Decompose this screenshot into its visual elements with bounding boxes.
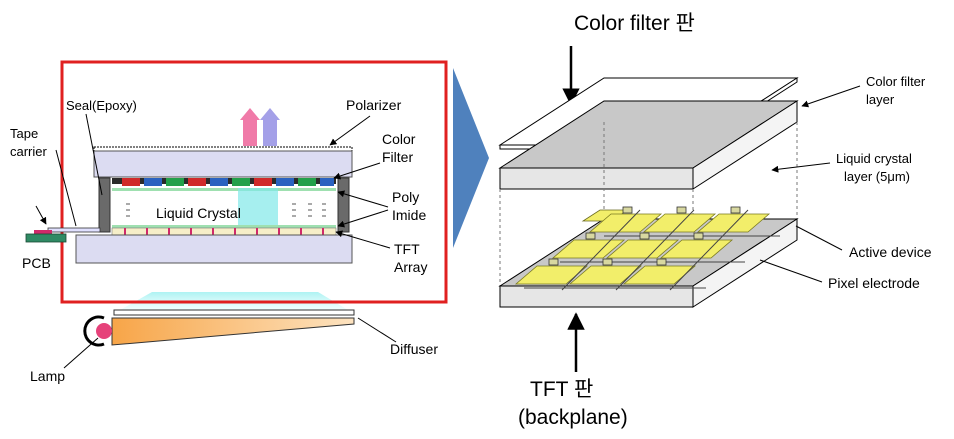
poly-imide-leader-bottom bbox=[337, 209, 389, 228]
tft-device bbox=[676, 206, 687, 214]
active-device-leader bbox=[795, 225, 843, 251]
light-through-cell bbox=[238, 188, 278, 228]
liquid-crystal-layer-label-2: layer (5μm) bbox=[844, 169, 910, 184]
diffuser-sheet bbox=[113, 309, 355, 316]
polarized-light-blue-icon bbox=[260, 108, 280, 146]
pixel-electrode bbox=[588, 213, 663, 233]
transition-arrow bbox=[453, 68, 489, 248]
color-filter-strip bbox=[112, 178, 336, 186]
tape-carrier-label-1: Tape bbox=[10, 126, 38, 141]
seal-right bbox=[337, 177, 350, 233]
active-devices bbox=[548, 206, 741, 266]
tft-device bbox=[730, 206, 741, 214]
color-filter-layer-leader bbox=[801, 85, 861, 108]
polyimide-bottom bbox=[112, 225, 336, 228]
polarized-light-pink-icon bbox=[240, 108, 260, 146]
liquid-crystal-label: Liquid Crystal bbox=[156, 205, 241, 221]
pcb-leader bbox=[35, 205, 47, 225]
liquid-crystal-layer-label-1: Liquid crystal bbox=[836, 151, 912, 166]
tft-device bbox=[693, 232, 704, 240]
tft-plate-label: TFT 판 bbox=[530, 378, 593, 401]
tft-device bbox=[585, 232, 596, 240]
exploded-panel: Color filter 판 bbox=[498, 12, 932, 429]
poly-imide-label-1: Poly bbox=[392, 189, 419, 205]
top-polarizer bbox=[93, 146, 353, 152]
tft-array-leader bbox=[335, 230, 391, 249]
pixel-electrode bbox=[622, 265, 697, 285]
tft-device bbox=[639, 232, 650, 240]
tft-plate-side bbox=[692, 218, 798, 308]
pixel-electrode bbox=[568, 265, 643, 285]
tft-plate-front bbox=[499, 285, 694, 308]
tape-carrier-leader bbox=[55, 149, 77, 227]
pcb-label: PCB bbox=[22, 255, 51, 271]
active-device-label: Active device bbox=[849, 244, 932, 260]
poly-imide-leader-top bbox=[337, 190, 389, 208]
tft-array-label-2: Array bbox=[394, 259, 427, 275]
color-filter-plate-label: Color filter 판 bbox=[574, 12, 695, 35]
tft-device bbox=[548, 258, 559, 266]
liquid-crystal-region bbox=[112, 191, 336, 225]
light-guide-plate bbox=[111, 317, 355, 346]
tape-carrier-label-2: carrier bbox=[10, 144, 48, 159]
tft-array-strip bbox=[111, 227, 337, 236]
seal-leader bbox=[85, 113, 103, 196]
color-filter-label-2: Filter bbox=[382, 149, 413, 165]
polarizer-leader bbox=[329, 115, 371, 146]
pixel-electrode-label: Pixel electrode bbox=[828, 275, 920, 291]
lamp-icon bbox=[96, 323, 112, 339]
bottom-glass bbox=[75, 234, 353, 264]
tape-carrier bbox=[47, 227, 101, 233]
lamp-label: Lamp bbox=[30, 368, 65, 384]
lamp-leader bbox=[63, 337, 99, 369]
tft-device bbox=[622, 206, 633, 214]
backplane-label: (backplane) bbox=[518, 406, 628, 429]
top-glass bbox=[93, 150, 353, 178]
pixel-electrode-leader bbox=[759, 259, 823, 283]
cell-frame bbox=[60, 60, 448, 304]
pixel-electrode bbox=[642, 213, 717, 233]
liquid-crystal-layer-leader bbox=[771, 162, 831, 173]
color-filter-plate-front bbox=[499, 167, 694, 190]
diffuser-leader bbox=[357, 317, 397, 343]
color-filter-leader bbox=[333, 162, 381, 180]
pixel-electrode bbox=[696, 213, 771, 233]
polyimide-top bbox=[112, 188, 336, 191]
bus-lines bbox=[524, 209, 780, 291]
tft-device bbox=[656, 258, 667, 266]
tft-array-label-1: TFT bbox=[394, 241, 420, 257]
tape-carrier-chip bbox=[34, 230, 52, 234]
lamp-reflector bbox=[83, 315, 105, 347]
color-filter-layer-label-1: Color filter bbox=[866, 74, 926, 89]
polarizer-label: Polarizer bbox=[346, 97, 402, 113]
poly-imide-label-2: Imide bbox=[392, 207, 426, 223]
lc-molecules bbox=[126, 203, 326, 217]
color-filter-label-1: Color bbox=[382, 131, 416, 147]
seal-label: Seal(Epoxy) bbox=[66, 98, 137, 113]
tft-device bbox=[602, 258, 613, 266]
pixel-electrode bbox=[514, 265, 589, 285]
cross-section-panel: Liquid Crystal Seal(Epoxy) Polarizer Tap… bbox=[10, 60, 448, 384]
diffuser-label: Diffuser bbox=[390, 341, 438, 357]
pcb bbox=[25, 233, 67, 243]
color-filter-layer-label-2: layer bbox=[866, 92, 895, 107]
seal-left bbox=[98, 177, 111, 233]
